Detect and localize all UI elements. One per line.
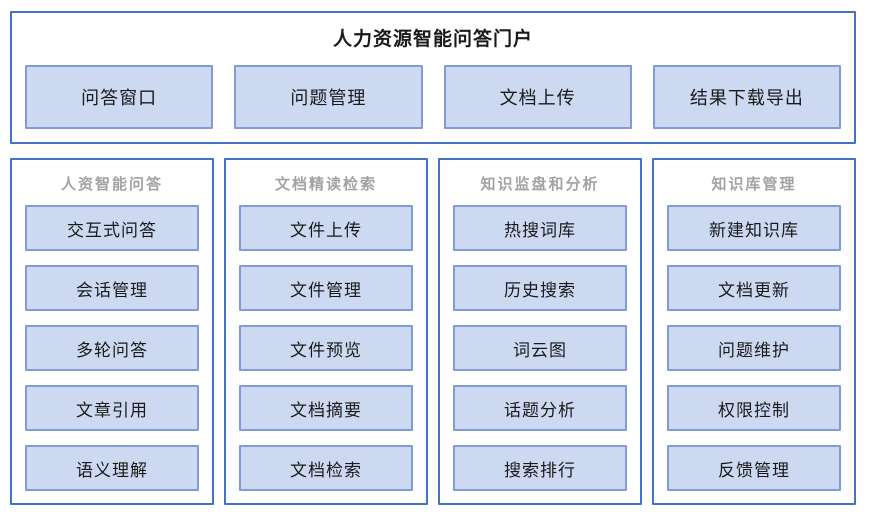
feature-columns: 人资智能问答 交互式问答 会话管理 多轮问答 文章引用 语义理解 文档精读检索 … — [10, 158, 856, 505]
portal-button-row: 问答窗口 问题管理 文档上传 结果下载导出 — [12, 65, 854, 129]
module-box: 新建知识库 — [667, 205, 841, 251]
column-item-list: 新建知识库 文档更新 问题维护 权限控制 反馈管理 — [654, 205, 854, 491]
portal-button-document-upload: 文档上传 — [443, 65, 632, 129]
portal-button-result-export: 结果下载导出 — [652, 65, 841, 129]
column-header: 人资智能问答 — [60, 176, 163, 193]
portal-button-qa-window: 问答窗口 — [25, 65, 214, 129]
column-header: 知识监盘和分析 — [480, 176, 600, 193]
column-knowledge-monitor-analysis: 知识监盘和分析 热搜词库 历史搜索 词云图 话题分析 搜索排行 — [438, 158, 642, 505]
module-box: 问题维护 — [667, 325, 841, 371]
module-box: 历史搜索 — [453, 265, 627, 311]
column-item-list: 热搜词库 历史搜索 词云图 话题分析 搜索排行 — [440, 205, 640, 491]
module-box: 文件管理 — [239, 265, 413, 311]
column-knowledge-base-management: 知识库管理 新建知识库 文档更新 问题维护 权限控制 反馈管理 — [652, 158, 856, 505]
module-box: 话题分析 — [453, 385, 627, 431]
module-box: 文件上传 — [239, 205, 413, 251]
module-box: 搜索排行 — [453, 445, 627, 491]
column-header: 知识库管理 — [711, 176, 797, 193]
module-box: 语义理解 — [25, 445, 199, 491]
module-box: 热搜词库 — [453, 205, 627, 251]
module-box: 文档检索 — [239, 445, 413, 491]
module-box: 多轮问答 — [25, 325, 199, 371]
column-document-reading-retrieval: 文档精读检索 文件上传 文件管理 文件预览 文档摘要 文档检索 — [224, 158, 428, 505]
column-item-list: 文件上传 文件管理 文件预览 文档摘要 文档检索 — [226, 205, 426, 491]
module-box: 文章引用 — [25, 385, 199, 431]
module-box: 会话管理 — [25, 265, 199, 311]
column-hr-intelligent-qa: 人资智能问答 交互式问答 会话管理 多轮问答 文章引用 语义理解 — [10, 158, 214, 505]
portal-button-question-management: 问题管理 — [234, 65, 423, 129]
column-header: 文档精读检索 — [274, 176, 377, 193]
module-box: 词云图 — [453, 325, 627, 371]
module-box: 权限控制 — [667, 385, 841, 431]
portal-title: 人力资源智能问答门户 — [332, 29, 533, 50]
module-box: 反馈管理 — [667, 445, 841, 491]
column-item-list: 交互式问答 会话管理 多轮问答 文章引用 语义理解 — [12, 205, 212, 491]
module-box: 文件预览 — [239, 325, 413, 371]
portal-box: 人力资源智能问答门户 问答窗口 问题管理 文档上传 结果下载导出 — [10, 11, 856, 144]
module-box: 文档更新 — [667, 265, 841, 311]
module-box: 交互式问答 — [25, 205, 199, 251]
module-box: 文档摘要 — [239, 385, 413, 431]
